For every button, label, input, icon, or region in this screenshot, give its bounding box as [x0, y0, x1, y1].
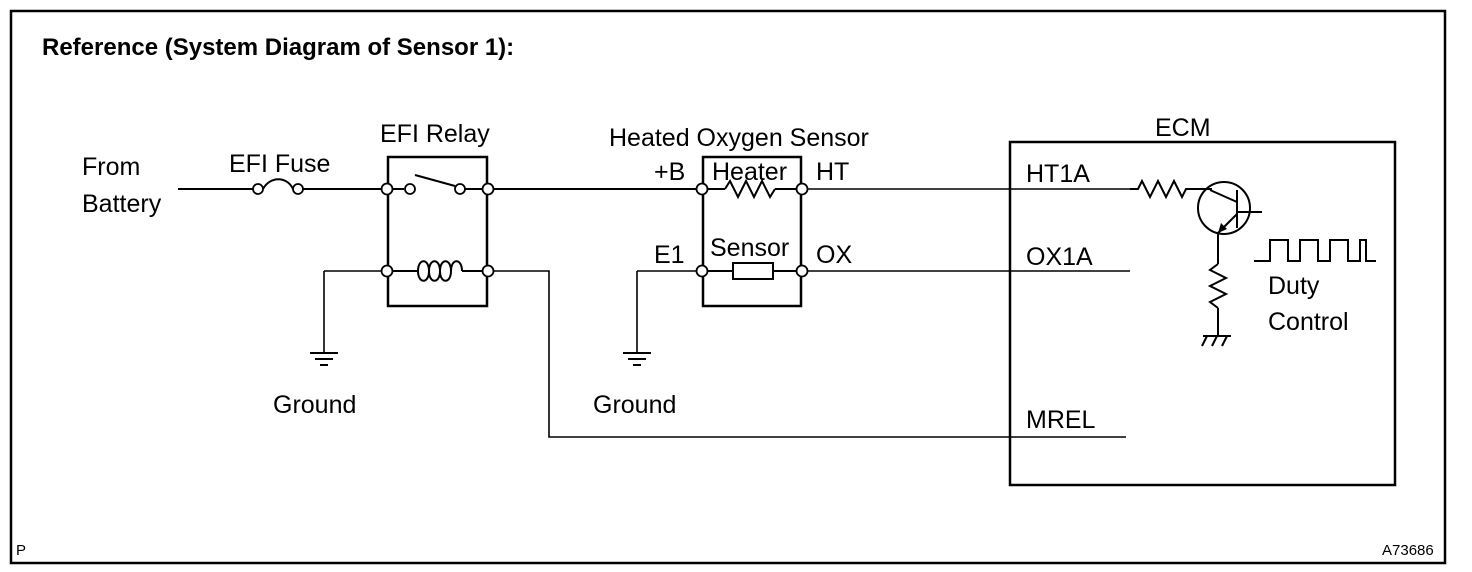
ground-symbol-right	[623, 270, 696, 366]
heated-oxygen-sensor-label: Heated Oxygen Sensor	[609, 124, 869, 152]
ecm-driver-circuit	[1130, 178, 1262, 347]
efi-fuse	[178, 178, 382, 195]
emitter-resistor	[1207, 263, 1229, 309]
efi-fuse-label: EFI Fuse	[229, 150, 330, 178]
battery-label: Battery	[82, 190, 162, 218]
corner-mark-left: P	[16, 542, 26, 559]
e1-label: E1	[654, 241, 685, 269]
ground-label-left: Ground	[273, 391, 356, 419]
heated-oxygen-sensor: Heater Sensor	[695, 155, 809, 308]
sensor-label: Sensor	[710, 234, 789, 262]
transistor-icon	[1197, 181, 1251, 235]
mrel-wire	[494, 270, 1126, 438]
efi-relay-label: EFI Relay	[380, 120, 490, 148]
from-label: From	[82, 153, 140, 181]
base-resistor	[1130, 178, 1212, 200]
ht-label: HT	[816, 158, 849, 186]
relay-switch-contact	[414, 174, 456, 187]
ecm-box	[1008, 140, 1397, 487]
plus-b-label: +B	[654, 158, 685, 186]
mrel-label: MREL	[1026, 406, 1096, 434]
duty-waveform-icon	[1254, 239, 1376, 262]
diagram-title: Reference (System Diagram of Sensor 1):	[42, 34, 514, 61]
figure-code: A73686	[1382, 542, 1434, 559]
diagram-frame	[9, 9, 1447, 565]
ground-label-right: Ground	[593, 391, 676, 419]
efi-relay	[380, 155, 495, 308]
sensor-element	[732, 262, 774, 280]
heater-resistor	[724, 178, 776, 200]
ox1a-label: OX1A	[1026, 243, 1093, 271]
control-label: Control	[1268, 308, 1349, 336]
ox-label: OX	[816, 241, 852, 269]
ground-symbol-left	[310, 270, 381, 366]
ht1a-label: HT1A	[1026, 160, 1090, 188]
ecm-label: ECM	[1155, 114, 1211, 142]
duty-label: Duty	[1268, 272, 1320, 300]
relay-coil	[417, 260, 463, 282]
heater-label: Heater	[712, 158, 787, 186]
